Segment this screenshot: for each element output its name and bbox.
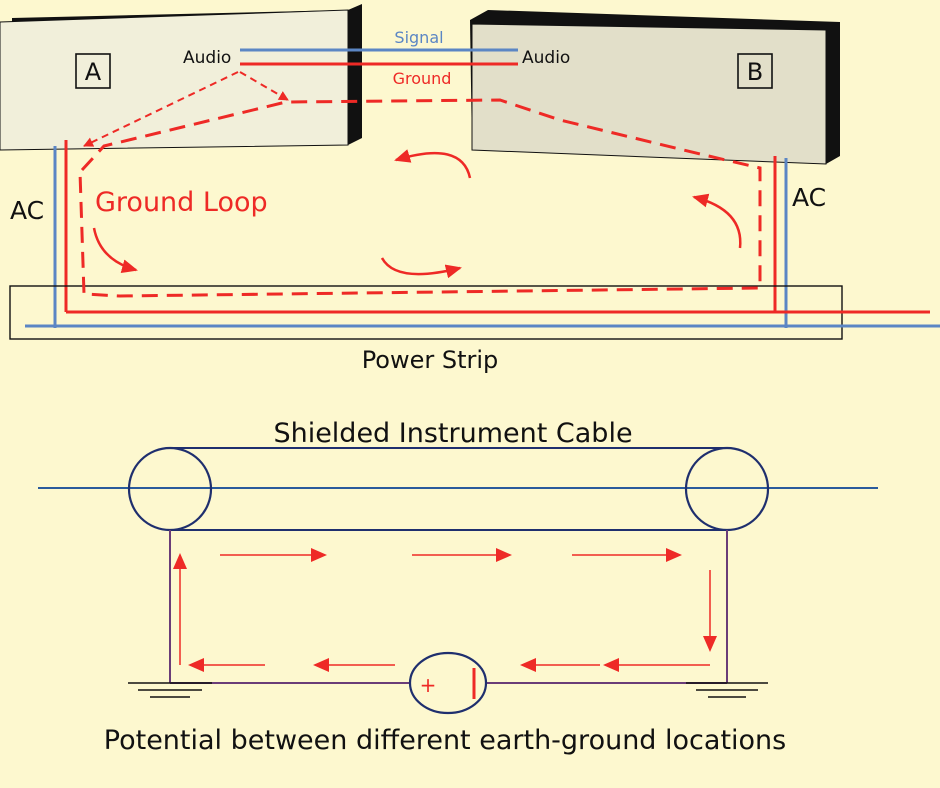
flow-arrow-right-up [692,193,742,249]
device-b: B Audio [470,10,840,165]
audio-b-label: Audio [522,48,570,68]
signal-label: Signal [394,28,443,47]
cable-title: Shielded Instrument Cable [273,418,632,449]
device-a: A Audio [0,4,362,151]
device-a-face [0,9,349,151]
loop-pointer-to-cable [239,71,289,101]
loop-pointer-to-ac [83,71,239,147]
power-strip-label: Power Strip [362,346,499,374]
earth-ground-right-icon [686,682,768,698]
flow-arrow-bottom-middle [380,257,462,279]
potential-source-icon [408,651,488,715]
device-b-label: B [747,58,763,86]
ac-right-label: AC [792,183,826,212]
ground-loop-label: Ground Loop [95,187,268,218]
potential-source-plus: + [420,673,437,697]
current-flow-arrows [173,548,717,672]
caption: Potential between different earth-ground… [104,725,786,756]
device-a-label: A [85,58,102,86]
device-b-label-box [737,53,773,89]
device-a-label-box [75,53,111,89]
ground-loop-path [78,98,762,298]
earth-ground-left-icon [128,682,212,698]
ac-left-label: AC [10,196,44,225]
flow-arrow-bottom-left [92,227,138,273]
flow-arrow-top-middle [394,149,472,179]
ac-cord-right [773,156,788,328]
audio-a-label: Audio [183,48,231,68]
ground-label: Ground [393,69,452,88]
ground-return-circuit [169,530,728,684]
ac-cord-left [53,140,68,328]
